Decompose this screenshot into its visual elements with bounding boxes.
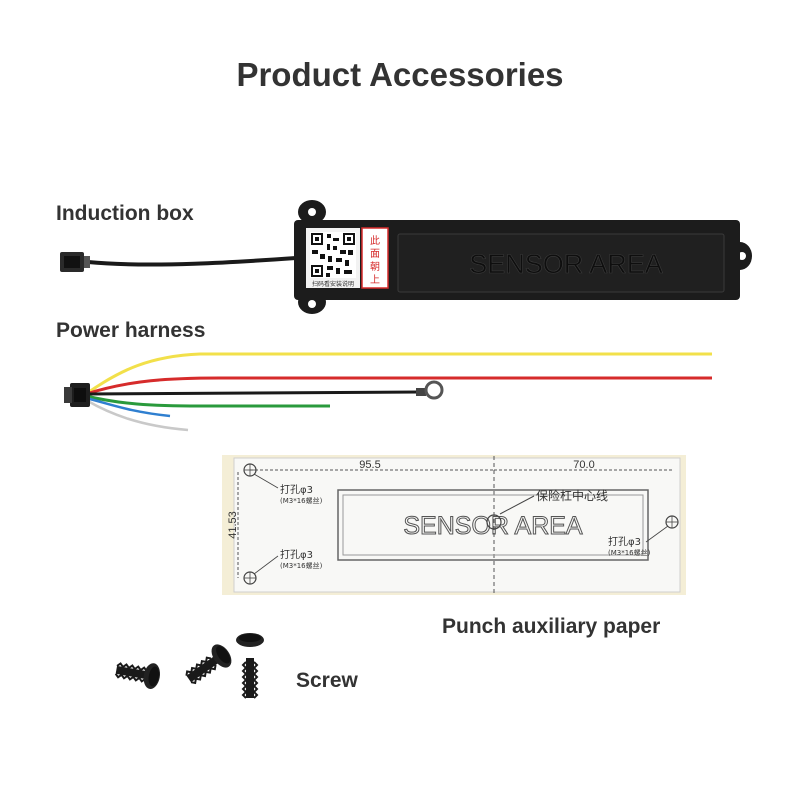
hole-right-icon <box>665 515 679 529</box>
wire-red <box>85 376 712 396</box>
wire-blue <box>85 396 171 418</box>
harness-connector-icon <box>64 383 90 407</box>
wire-white <box>85 398 189 432</box>
page-title: Product Accessories <box>236 56 564 93</box>
punch-paper-label: Punch auxiliary paper <box>442 615 661 638</box>
hole-top-left-icon <box>243 463 257 477</box>
ring-terminal-icon <box>416 380 444 400</box>
dim-left-label: 95.5 <box>359 459 380 471</box>
hole-label-right: 打孔φ3 <box>608 535 641 548</box>
dim-height-label: 41.53 <box>227 511 239 539</box>
hole-label-top-left: 打孔φ3 <box>280 483 313 496</box>
wire-black <box>85 390 421 396</box>
screw-label: Screw <box>296 669 358 692</box>
screw-icon <box>114 662 161 689</box>
paper-sensor-area-text: SENSOR AREA <box>403 512 583 540</box>
hole-spec-right: (M3*16螺丝) <box>608 548 651 557</box>
power-harness-label: Power harness <box>56 319 206 342</box>
induction-box-label: Induction box <box>56 202 194 225</box>
wire-green <box>85 394 330 408</box>
hole-spec-bottom-left: (M3*16螺丝) <box>280 561 323 570</box>
sticker-line-1: 此 <box>370 234 380 247</box>
qr-code-icon <box>306 228 360 288</box>
sticker-line-2: 面 <box>370 249 380 260</box>
sticker-line-3: 朝 <box>370 261 380 273</box>
wire-yellow <box>85 352 712 396</box>
induction-box-connector-icon <box>60 252 90 272</box>
screw-icon <box>185 644 232 685</box>
induction-box-cable <box>87 256 297 267</box>
sticker-line-4: 上 <box>370 274 380 286</box>
face-up-sticker <box>361 227 389 289</box>
screw-icon <box>236 633 264 699</box>
hole-spec-top-left: (M3*16螺丝) <box>280 496 323 505</box>
center-marker-icon <box>486 514 502 530</box>
dim-right-label: 70.0 <box>573 459 594 471</box>
qr-caption: 扫码看安装说明 <box>312 280 354 288</box>
center-line-label: 保险杠中心线 <box>536 488 608 503</box>
hole-bottom-left-icon <box>243 571 257 585</box>
box-sensor-area-text: SENSOR AREA <box>469 249 663 279</box>
hole-label-bottom-left: 打孔φ3 <box>280 548 313 561</box>
paper-sensor-rect <box>337 489 649 561</box>
